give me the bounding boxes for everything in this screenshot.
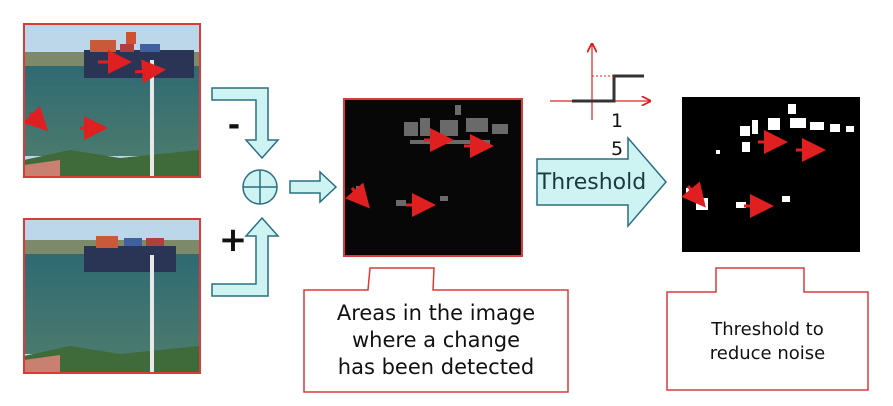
callout-right-text: Threshold to reduce noise xyxy=(669,318,866,366)
thresholded-image xyxy=(681,97,860,252)
callout-left-line2: where a change xyxy=(352,328,520,352)
callout-left xyxy=(303,267,569,393)
step-function-plot xyxy=(550,44,650,120)
callout-right xyxy=(666,267,869,391)
minus-operator: - xyxy=(227,108,241,143)
threshold-value-line2: 5 xyxy=(610,138,624,160)
callout-left-line1: Areas in the image xyxy=(336,301,536,325)
threshold-arrow-label: Threshold xyxy=(537,170,647,195)
callout-left-text: Areas in the image where a change has be… xyxy=(306,300,566,381)
sum-operator-icon xyxy=(242,169,278,205)
plus-operator: + xyxy=(218,220,248,260)
callout-right-line2: reduce noise xyxy=(709,343,826,364)
arrow-bottom-to-sum xyxy=(211,216,280,297)
input-frame-bottom xyxy=(23,218,201,374)
callout-left-line3: has been detected xyxy=(337,355,535,379)
threshold-value-line1: 1 xyxy=(610,110,624,132)
arrow-sum-to-difference xyxy=(289,170,338,204)
arrow-top-to-sum xyxy=(211,87,280,160)
callout-right-line1: Threshold to xyxy=(711,319,824,340)
threshold-arrow xyxy=(536,135,667,229)
input-frame-top xyxy=(22,23,201,178)
difference-image xyxy=(343,98,523,257)
